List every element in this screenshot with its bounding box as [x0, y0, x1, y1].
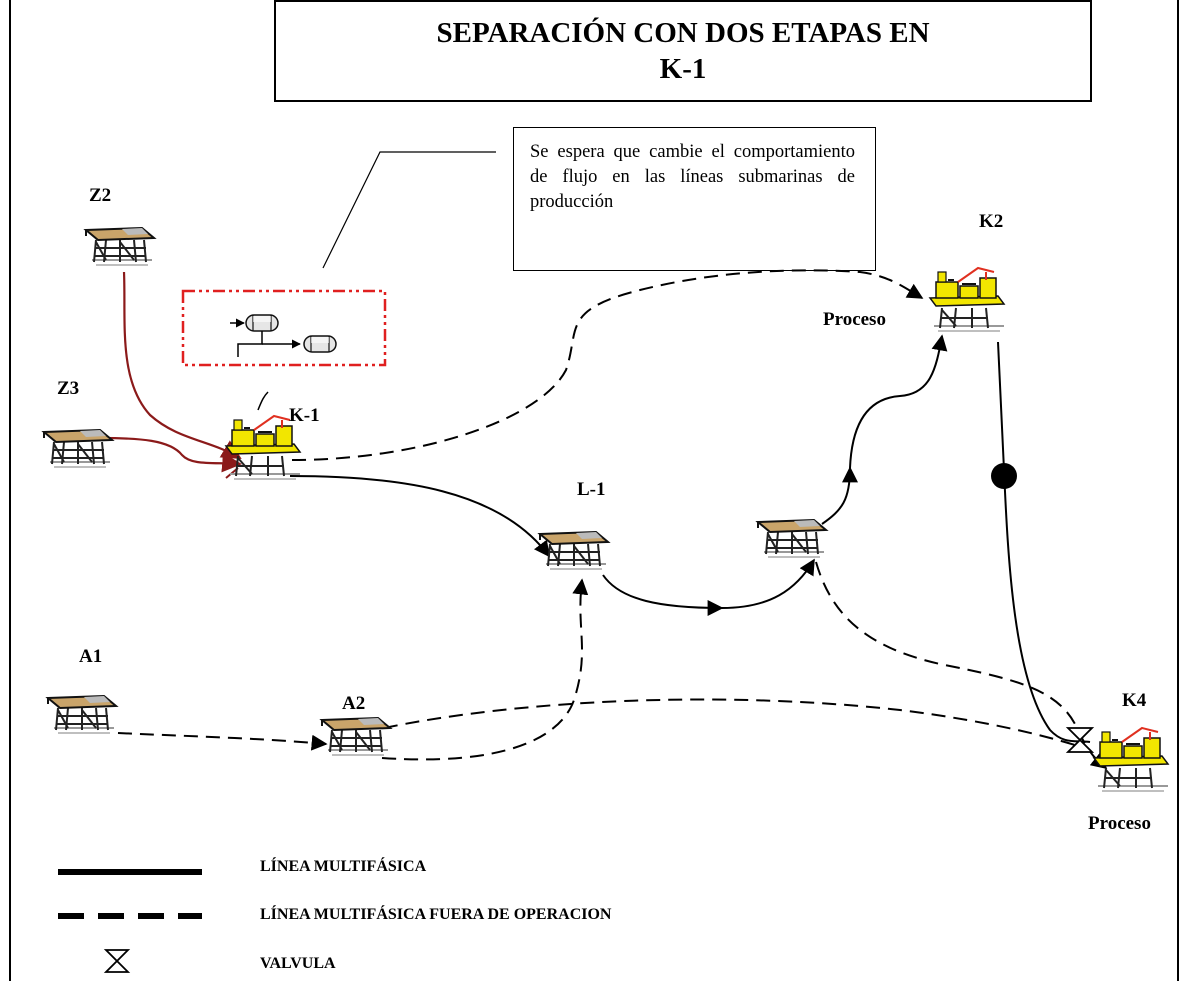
valve-icon: [1065, 727, 1095, 753]
line-k2-k4: [997, 341, 1091, 743]
separator-callout-box: [181, 289, 387, 367]
line-z3-k1: [99, 436, 242, 473]
label-a1: A1: [79, 646, 103, 667]
line-a2-l1-dashed: [381, 578, 589, 761]
platform-z3-icon: [43, 429, 113, 468]
legend-dashed-label: LÍNEA MULTIFÁSICA FUERA DE OPERACION: [260, 906, 612, 923]
label-z2: Z2: [89, 185, 112, 206]
separator-stage-2-icon: [303, 335, 337, 353]
label-k2-process: Proceso: [823, 309, 886, 330]
label-k4: K4: [1122, 690, 1147, 711]
label-l1: L-1: [577, 479, 606, 500]
platform-a1-icon: [47, 695, 117, 734]
line-a2-k4-dashed: [383, 698, 1079, 747]
platform-k2-icon: [929, 267, 1005, 332]
line-a1-a2-dashed: [117, 732, 328, 751]
line-k1-k2-dashed: [291, 269, 924, 461]
line-z2-k1: [122, 271, 242, 460]
label-z3: Z3: [57, 378, 80, 399]
label-k4-process: Proceso: [1088, 813, 1151, 834]
label-a2: A2: [342, 693, 366, 714]
line-l1-mid: [602, 574, 724, 616]
line-k1-l1: [289, 475, 550, 558]
title-line-2: K-1: [659, 53, 707, 85]
title-box: SEPARACIÓN CON DOS ETAPAS EN K-1: [274, 0, 1092, 102]
note-box: Se espera que cambie el comportamiento d…: [513, 127, 876, 271]
page-frame: [9, 0, 1179, 981]
callout-leader: [322, 151, 496, 269]
junction-dot: [991, 463, 1017, 489]
label-k1: K-1: [289, 405, 320, 426]
line-mid-k2: [821, 466, 858, 525]
platform-mid-icon: [757, 519, 827, 558]
title-line-1: SEPARACIÓN CON DOS ETAPAS EN: [436, 17, 930, 49]
legend-valve-label: VALVULA: [260, 955, 336, 972]
platform-l1-icon: [539, 531, 609, 570]
legend-valve-icon: [103, 949, 131, 973]
platform-k4-icon: [1093, 727, 1169, 792]
line-mid-k4-dashed: [815, 561, 1108, 769]
legend-solid-label: LÍNEA MULTIFÁSICA: [260, 858, 427, 875]
platform-a2-icon: [321, 717, 391, 756]
platform-z2-icon: [85, 227, 155, 266]
label-k2: K2: [979, 211, 1004, 232]
separator-stage-1-icon: [245, 314, 279, 332]
